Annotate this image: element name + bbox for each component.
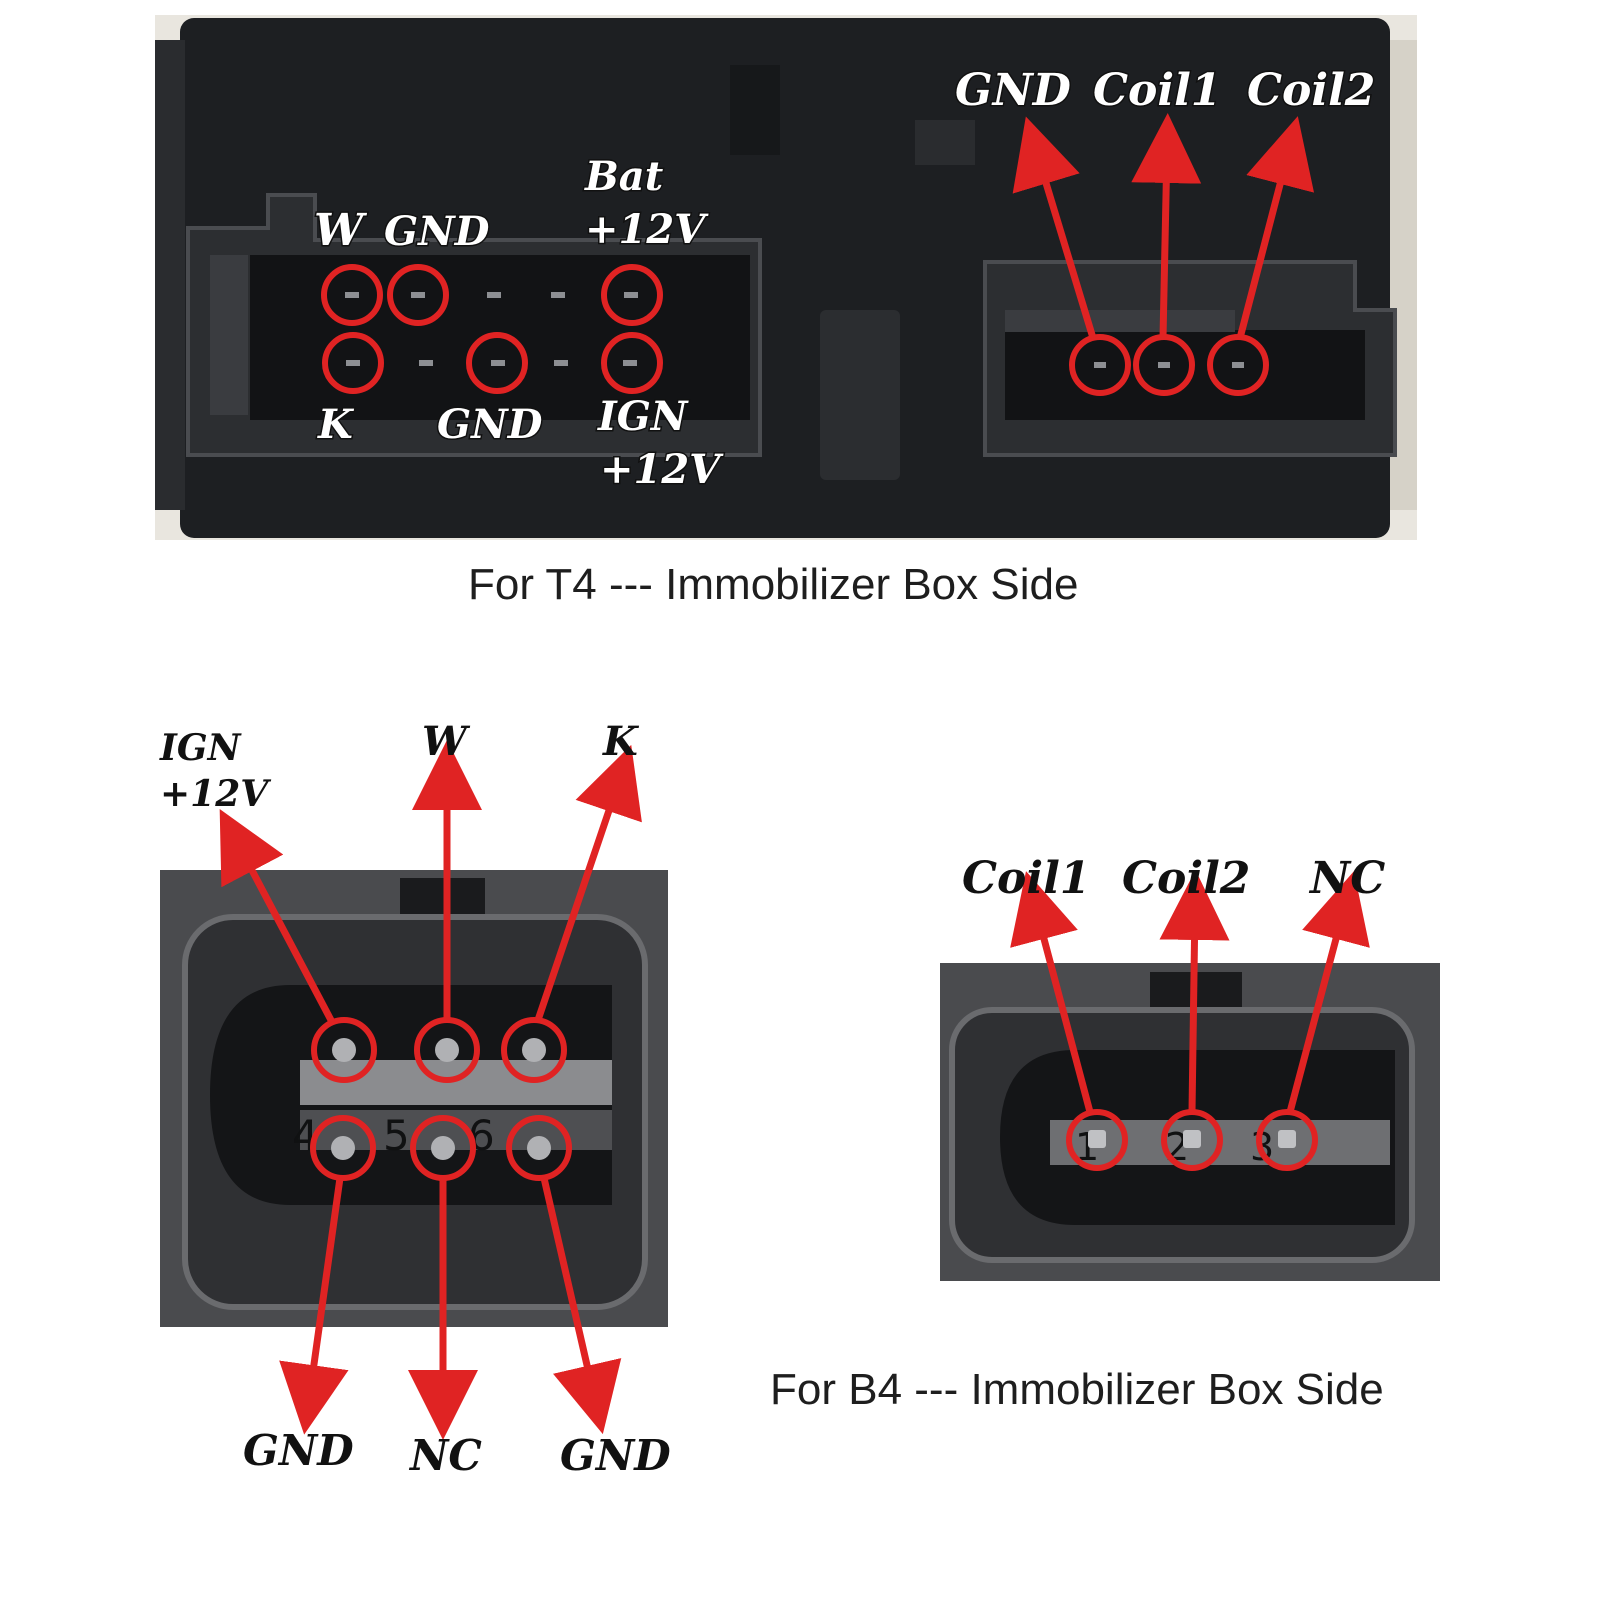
label-nc: NC <box>408 1431 482 1480</box>
label-nc: NC <box>1308 853 1385 904</box>
red-circle-marker <box>601 332 663 394</box>
t4-pin-markers <box>321 264 1269 396</box>
label-k: K <box>602 718 640 765</box>
label-w: W <box>314 205 368 256</box>
label-coil1: Coil1 <box>1093 65 1221 116</box>
red-arrow <box>1236 116 1315 339</box>
t4-arrows <box>1012 113 1315 340</box>
red-circle-marker <box>466 332 528 394</box>
t4-photo <box>155 15 1417 540</box>
label-coil2: Coil2 <box>1122 853 1250 904</box>
red-arrow <box>1159 870 1230 1113</box>
label-coil1: Coil1 <box>962 853 1090 904</box>
red-arrow <box>1131 113 1202 339</box>
red-arrow <box>219 809 336 1024</box>
label-k: K <box>317 401 355 448</box>
red-arrow <box>540 1177 622 1435</box>
b4-six-pin-arrows <box>219 740 642 1440</box>
label-ign: IGN <box>159 727 243 769</box>
label-w: W <box>422 718 471 765</box>
label-bat: Bat <box>584 153 664 200</box>
label-ign: IGN <box>597 393 689 440</box>
caption-t4: For T4 --- Immobilizer Box Side <box>468 560 1079 609</box>
label-ign-12v: +12V <box>160 773 271 815</box>
caption-b4: For B4 --- Immobilizer Box Side <box>770 1365 1384 1414</box>
pin-number-5: 5 <box>383 1111 410 1160</box>
red-circle-marker <box>311 1017 377 1083</box>
b4-six-pin-labels: IGN +12V W K GND NC GND <box>159 718 671 1480</box>
red-arrow <box>1010 871 1094 1113</box>
b4-six-pin-markers <box>310 1017 572 1181</box>
red-circle-marker <box>310 1115 376 1181</box>
red-arrow <box>1012 116 1097 340</box>
b4-three-pin-arrows <box>1010 870 1370 1113</box>
red-circle-marker <box>322 332 384 394</box>
red-circle-marker <box>601 264 663 326</box>
red-arrow <box>534 744 642 1022</box>
label-gnd-left: GND <box>243 1426 354 1475</box>
b4-six-pin-photo: 4 5 6 <box>160 870 668 1327</box>
label-coil2: Coil2 <box>1247 65 1375 116</box>
label-gnd-right: GND <box>560 1431 671 1480</box>
label-gnd: GND <box>384 208 490 255</box>
b4-three-pin-labels: Coil1 Coil2 NC <box>962 853 1385 904</box>
label-gnd-right: GND <box>955 65 1071 116</box>
red-circle-marker <box>1256 1109 1318 1171</box>
red-circle-marker <box>501 1017 567 1083</box>
red-arrow <box>279 1177 349 1435</box>
red-circle-marker <box>387 264 449 326</box>
red-arrow <box>1286 871 1370 1113</box>
red-circle-marker <box>1069 334 1131 396</box>
red-circle-marker <box>1066 1109 1128 1171</box>
label-bat-12v: +12V <box>585 206 709 253</box>
b4-three-pin-photo: 1 2 3 <box>940 963 1440 1281</box>
red-circle-marker <box>321 264 383 326</box>
label-ign-12v: +12V <box>600 446 724 493</box>
t4-labels: W GND Bat +12V K GND IGN +12V GND Coil1 … <box>313 64 1377 495</box>
red-circle-marker <box>506 1115 572 1181</box>
label-gnd-bottom: GND <box>437 401 543 448</box>
